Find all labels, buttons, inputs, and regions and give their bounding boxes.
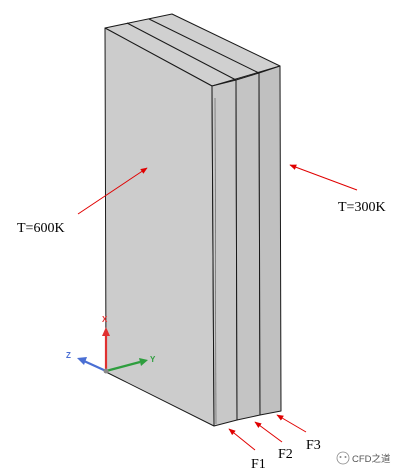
axis-origin bbox=[103, 368, 109, 374]
arrow-f2 bbox=[254, 421, 283, 443]
arrow-f3 bbox=[276, 414, 307, 433]
arrow-f1 bbox=[228, 428, 256, 451]
watermark-text: CFD之道 bbox=[352, 453, 391, 465]
arrow-t-cold bbox=[289, 164, 358, 191]
axis-x-arrowhead bbox=[102, 327, 110, 336]
label-f1: F1 bbox=[251, 457, 266, 472]
axis-y-label: Y bbox=[150, 355, 156, 364]
label-t-cold: T=300K bbox=[338, 200, 386, 215]
wechat-icon bbox=[336, 451, 350, 465]
axis-z-line bbox=[83, 359, 107, 373]
slab-geometry bbox=[104, 13, 282, 427]
axis-y-arrowhead bbox=[139, 358, 148, 366]
top-separator-2 bbox=[148, 18, 260, 74]
label-f3: F3 bbox=[306, 438, 321, 453]
axis-triad[interactable]: X Y Z bbox=[66, 315, 156, 374]
arrow-t-hot bbox=[77, 167, 148, 215]
plate-f3-side bbox=[258, 65, 282, 416]
label-f2: F2 bbox=[278, 447, 293, 462]
top-separator-1 bbox=[126, 22, 237, 81]
annotation-arrows bbox=[77, 164, 358, 451]
watermark: CFD之道 bbox=[336, 451, 391, 465]
plate-f2-side bbox=[235, 72, 261, 421]
axis-y-line bbox=[105, 360, 141, 373]
axis-z-label: Z bbox=[66, 351, 71, 360]
axis-z-arrowhead bbox=[77, 357, 87, 365]
label-t-hot: T=600K bbox=[17, 221, 65, 236]
inner-edge bbox=[214, 97, 217, 425]
axis-x-label: X bbox=[102, 315, 108, 324]
